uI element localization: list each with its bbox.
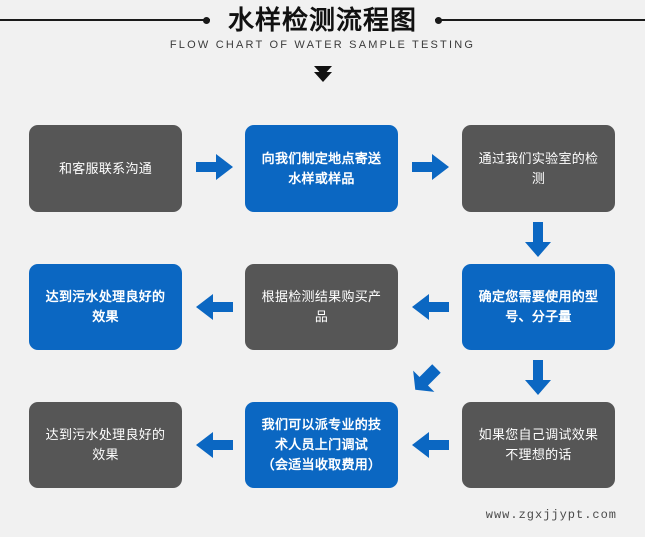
chevron-down-icon bbox=[313, 66, 332, 76]
page-subtitle: FLOW CHART OF WATER SAMPLE TESTING bbox=[169, 39, 476, 51]
arrow-down-col3 bbox=[523, 222, 553, 258]
flow-node-r3c1[interactable]: 达到污水处理良好的 效果 bbox=[29, 402, 182, 488]
flow-node-label: 和客服联系沟通 bbox=[58, 160, 153, 176]
flow-node-label: 达到污水处理良好的 效果 bbox=[45, 427, 166, 462]
flow-node-label: 向我们制定地点寄送 水样或样品 bbox=[261, 150, 382, 186]
page-title: 水样检测流程图 bbox=[228, 5, 418, 35]
title-rule-right bbox=[435, 16, 645, 24]
arrow-left-r2-2 bbox=[412, 292, 450, 322]
arrow-left-r2-1 bbox=[196, 292, 234, 322]
arrow-right-r1-2 bbox=[412, 152, 450, 182]
chevron-down-icon bbox=[313, 72, 332, 82]
arrow-down-col3-lower bbox=[523, 360, 553, 396]
flow-node-r2c1[interactable]: 达到污水处理良好的 效果 bbox=[29, 264, 182, 350]
chart-header: 水样检测流程图 FLOW CHART OF WATER SAMPLE TESTI… bbox=[0, 0, 645, 105]
arrow-left-r3-2 bbox=[412, 430, 450, 460]
site-watermark: www.zgxjjypt.com bbox=[485, 508, 617, 522]
flow-node-label: 确定您需要使用的型 号、分子量 bbox=[478, 289, 599, 324]
arrow-diagonal-down-left bbox=[408, 357, 448, 397]
flow-node-r1c2[interactable]: 向我们制定地点寄送 水样或样品 bbox=[245, 125, 398, 212]
title-rule-left bbox=[0, 16, 210, 24]
flow-node-r2c2[interactable]: 根据检测结果购买产 品 bbox=[245, 264, 398, 350]
flow-node-r1c3[interactable]: 通过我们实验室的检 测 bbox=[462, 125, 615, 212]
double-chevron-down-icon bbox=[0, 66, 645, 92]
flow-node-label: 如果您自己调试效果 不理想的话 bbox=[478, 427, 599, 462]
flow-node-r1c1[interactable]: 和客服联系沟通 bbox=[29, 125, 182, 212]
flow-node-label: 通过我们实验室的检 测 bbox=[478, 150, 599, 186]
flow-node-r2c3[interactable]: 确定您需要使用的型 号、分子量 bbox=[462, 264, 615, 350]
title-row: 水样检测流程图 bbox=[0, 4, 645, 36]
flow-node-label: 我们可以派专业的技 术人员上门调试 （会适当收取费用） bbox=[261, 417, 382, 472]
flow-node-r3c3[interactable]: 如果您自己调试效果 不理想的话 bbox=[462, 402, 615, 488]
flow-node-label: 达到污水处理良好的 效果 bbox=[45, 289, 166, 324]
arrow-left-r3-1 bbox=[196, 430, 234, 460]
arrow-right-r1-1 bbox=[196, 152, 234, 182]
flow-node-r3c2[interactable]: 我们可以派专业的技 术人员上门调试 （会适当收取费用） bbox=[245, 402, 398, 488]
flow-node-label: 根据检测结果购买产 品 bbox=[261, 289, 382, 324]
